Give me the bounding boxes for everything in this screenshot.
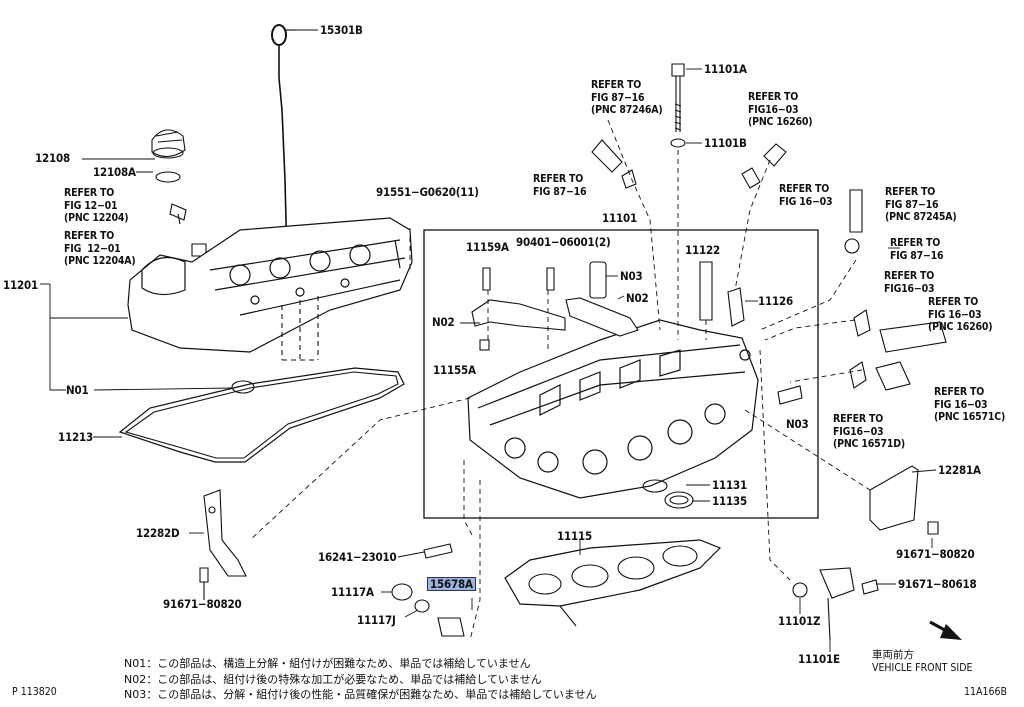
label-15301b[interactable]: 15301B xyxy=(320,23,363,37)
label-12108a[interactable]: 12108A xyxy=(93,165,136,179)
ref-fig-16-03-mid[interactable]: REFER TO FIG 16−03 xyxy=(779,183,833,208)
cylinder-head-box xyxy=(423,229,819,519)
ref-fig-16-03-right[interactable]: REFER TO FIG16−03 xyxy=(884,270,935,295)
label-n03-right[interactable]: N03 xyxy=(786,417,809,431)
label-11213[interactable]: 11213 xyxy=(58,430,93,444)
cover-gasket-11213 xyxy=(118,367,405,463)
page-id: P 113820 xyxy=(12,686,57,698)
label-90401[interactable]: 90401−06001(2) xyxy=(516,235,611,249)
note-n01: N01：この部品は、構造上分解・組付けが困難なため、単品では補給していません xyxy=(124,657,531,670)
label-11115[interactable]: 11115 xyxy=(557,529,592,543)
head-bolt-11101a xyxy=(671,63,685,132)
label-11101e[interactable]: 11101E xyxy=(798,652,840,666)
ref-pnc-16260-top[interactable]: REFER TO FIG16−03 (PNC 16260) xyxy=(748,91,813,128)
ref-fig-87-16-left[interactable]: REFER TO FIG 87−16 xyxy=(533,173,587,198)
cam-cap-right xyxy=(565,297,639,337)
label-91671-80618[interactable]: 91671−80618 xyxy=(898,577,977,591)
cylinder-head-11101 xyxy=(467,319,759,499)
front-label-jp: 車両前方 xyxy=(872,649,914,661)
label-12282d[interactable]: 12282D xyxy=(136,526,180,540)
label-11131[interactable]: 11131 xyxy=(712,478,747,492)
head-gasket-11115 xyxy=(504,539,722,627)
ref-fig-87-16-right[interactable]: REFER TO FIG 87−16 xyxy=(890,237,944,262)
notes-block: N01：この部品は、構造上分解・組付けが困難なため、単品では補給していません N… xyxy=(124,656,597,703)
ref-pnc-87245a[interactable]: REFER TO FIG 87−16 (PNC 87245A) xyxy=(885,186,957,223)
label-11101b[interactable]: 11101B xyxy=(704,136,747,150)
figure-id: 11A166B xyxy=(964,686,1007,698)
label-11159a[interactable]: 11159A xyxy=(466,240,509,254)
label-91671-80820-left[interactable]: 91671−80820 xyxy=(163,597,242,611)
label-11101a[interactable]: 11101A xyxy=(704,62,747,76)
cylinder-head-cover-11201 xyxy=(127,217,413,353)
label-91551[interactable]: 91551−G0620(11) xyxy=(376,185,479,199)
label-11101z[interactable]: 11101Z xyxy=(778,614,821,628)
note-n02: N02：この部品は、組付け後の特殊な加工が必要なため、単品では補給していません xyxy=(124,672,542,686)
oil-filler-cap-12108 xyxy=(151,129,186,183)
label-n02-right[interactable]: N02 xyxy=(626,291,649,305)
ref-pnc-16571d[interactable]: REFER TO FIG16−03 (PNC 16571D) xyxy=(833,413,905,450)
label-n03-top[interactable]: N03 xyxy=(620,269,643,283)
label-15678a-highlighted[interactable]: 15678A xyxy=(427,577,476,591)
bracket-12282d xyxy=(203,489,247,577)
ref-pnc-12204[interactable]: REFER TO FIG 12−01 (PNC 12204) xyxy=(64,187,129,224)
plug-n03-top xyxy=(589,261,607,299)
label-11126[interactable]: 11126 xyxy=(758,294,793,308)
note-n03: N03：この部品は、分解・組付け後の性能・品質確保が困難なため、単品では補給して… xyxy=(124,688,597,701)
label-11117j[interactable]: 11117J xyxy=(357,613,396,627)
pcv-valve xyxy=(169,203,207,257)
label-91671-80820-right[interactable]: 91671−80820 xyxy=(896,547,975,561)
bracket-12281a xyxy=(869,465,919,531)
label-11155a[interactable]: 11155A xyxy=(433,363,476,377)
ref-pnc-16260-right[interactable]: REFER TO FIG 16−03 (PNC 16260) xyxy=(928,296,993,333)
cam-cap-left xyxy=(471,299,566,331)
label-11201[interactable]: 11201 xyxy=(3,278,38,292)
label-n02-left[interactable]: N02 xyxy=(432,315,455,329)
front-label-en: VEHICLE FRONT SIDE xyxy=(872,662,973,674)
ref-pnc-87246a[interactable]: REFER TO FIG 87−16 (PNC 87246A) xyxy=(591,79,663,116)
label-n01[interactable]: N01 xyxy=(66,383,89,397)
ref-pnc-12204a[interactable]: REFER TO FIG 12−01 (PNC 12204A) xyxy=(64,230,136,267)
label-12108[interactable]: 12108 xyxy=(35,151,70,165)
label-16241[interactable]: 16241−23010 xyxy=(318,550,397,564)
ref-pnc-16571c[interactable]: REFER TO FIG 16−03 (PNC 16571C) xyxy=(934,386,1006,423)
label-11101[interactable]: 11101 xyxy=(602,211,637,225)
label-11117a[interactable]: 11117A xyxy=(331,585,374,599)
label-12281a[interactable]: 12281A xyxy=(938,463,981,477)
label-11122[interactable]: 11122 xyxy=(685,243,720,257)
label-11135[interactable]: 11135 xyxy=(712,494,747,508)
